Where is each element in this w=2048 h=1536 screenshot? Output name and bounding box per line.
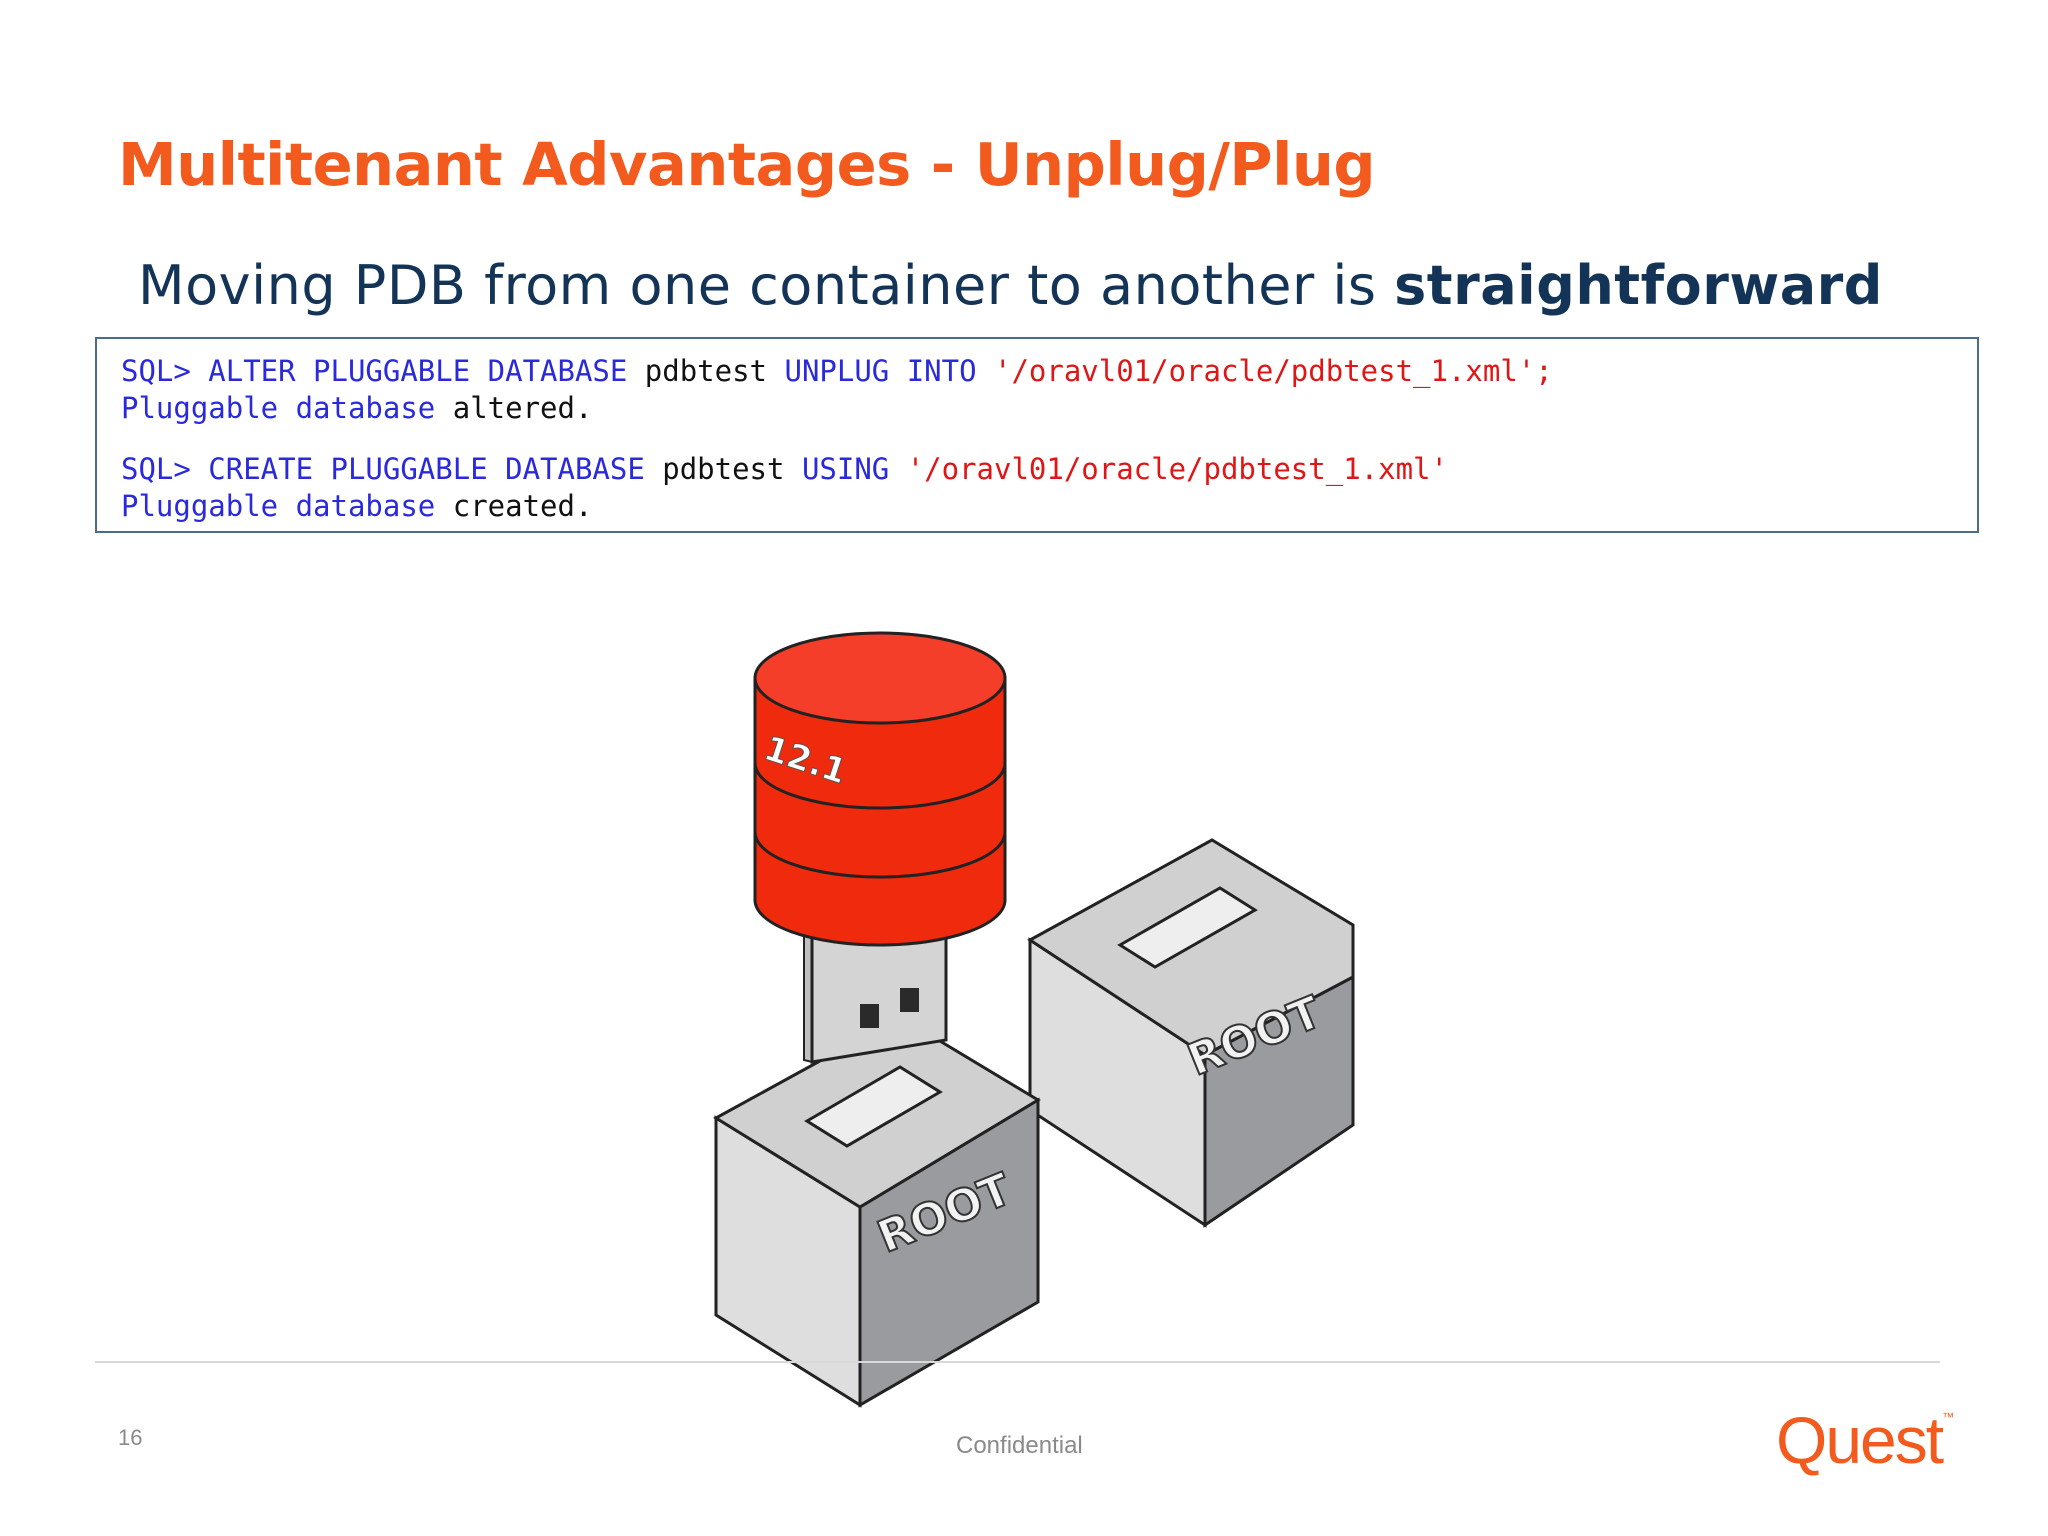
database-band-1 xyxy=(753,762,1007,810)
usb-pin-1 xyxy=(860,1004,879,1028)
code-line-create: SQL> CREATE PLUGGABLE DATABASE pdbtest U… xyxy=(121,451,1977,488)
sql-string: '/oravl01/oracle/pdbtest_1.xml' xyxy=(906,452,1448,486)
container-right-slot xyxy=(1117,886,1258,969)
sql-keyword: Pluggable database xyxy=(121,489,453,523)
sql-keyword: USING xyxy=(801,452,907,486)
quest-logo: Quest™ xyxy=(1776,1402,1954,1478)
unplug-plug-illustration: ROOT ROOT 12.1 xyxy=(713,631,1355,1408)
confidential-label: Confidential xyxy=(956,1432,1083,1459)
sql-string: '/oravl01/oracle/pdbtest_1.xml'; xyxy=(994,354,1553,388)
sql-result: altered. xyxy=(452,391,593,425)
logo-trademark: ™ xyxy=(1942,1410,1955,1424)
container-left-slot xyxy=(804,1065,943,1148)
sql-identifier: pdbtest xyxy=(644,354,785,388)
usb-pin-2 xyxy=(900,988,919,1012)
sql-code-box: SQL> ALTER PLUGGABLE DATABASE pdbtest UN… xyxy=(95,337,1979,533)
sql-result: created. xyxy=(452,489,593,523)
code-line-unplug: SQL> ALTER PLUGGABLE DATABASE pdbtest UN… xyxy=(121,353,1977,390)
footer-divider xyxy=(95,1361,1940,1363)
code-gap xyxy=(121,427,1977,451)
sql-identifier: pdbtest xyxy=(662,452,802,486)
subtitle-emphasis: straightforward xyxy=(1394,254,1883,317)
sql-keyword: UNPLUG INTO xyxy=(784,354,994,388)
slide-subtitle: Moving PDB from one container to another… xyxy=(138,254,1883,317)
slide-title: Multitenant Advantages - Unplug/Plug xyxy=(118,130,1376,199)
sql-keyword: SQL> CREATE PLUGGABLE DATABASE xyxy=(121,452,663,486)
root-container-right: ROOT xyxy=(1027,838,1355,1228)
database-cylinder: 12.1 xyxy=(753,631,1007,947)
database-band-2 xyxy=(753,831,1007,879)
subtitle-text: Moving PDB from one container to another… xyxy=(138,254,1395,317)
code-line-created: Pluggable database created. xyxy=(121,488,1977,525)
page-number: 16 xyxy=(118,1425,143,1450)
root-container-left: ROOT xyxy=(713,1015,1041,1408)
code-line-altered: Pluggable database altered. xyxy=(121,390,1977,427)
database-body xyxy=(753,676,1007,947)
sql-keyword: Pluggable database xyxy=(121,391,453,425)
logo-text: Quest xyxy=(1776,1403,1944,1477)
sql-keyword: SQL> ALTER PLUGGABLE DATABASE xyxy=(121,354,645,388)
database-top xyxy=(753,631,1007,725)
